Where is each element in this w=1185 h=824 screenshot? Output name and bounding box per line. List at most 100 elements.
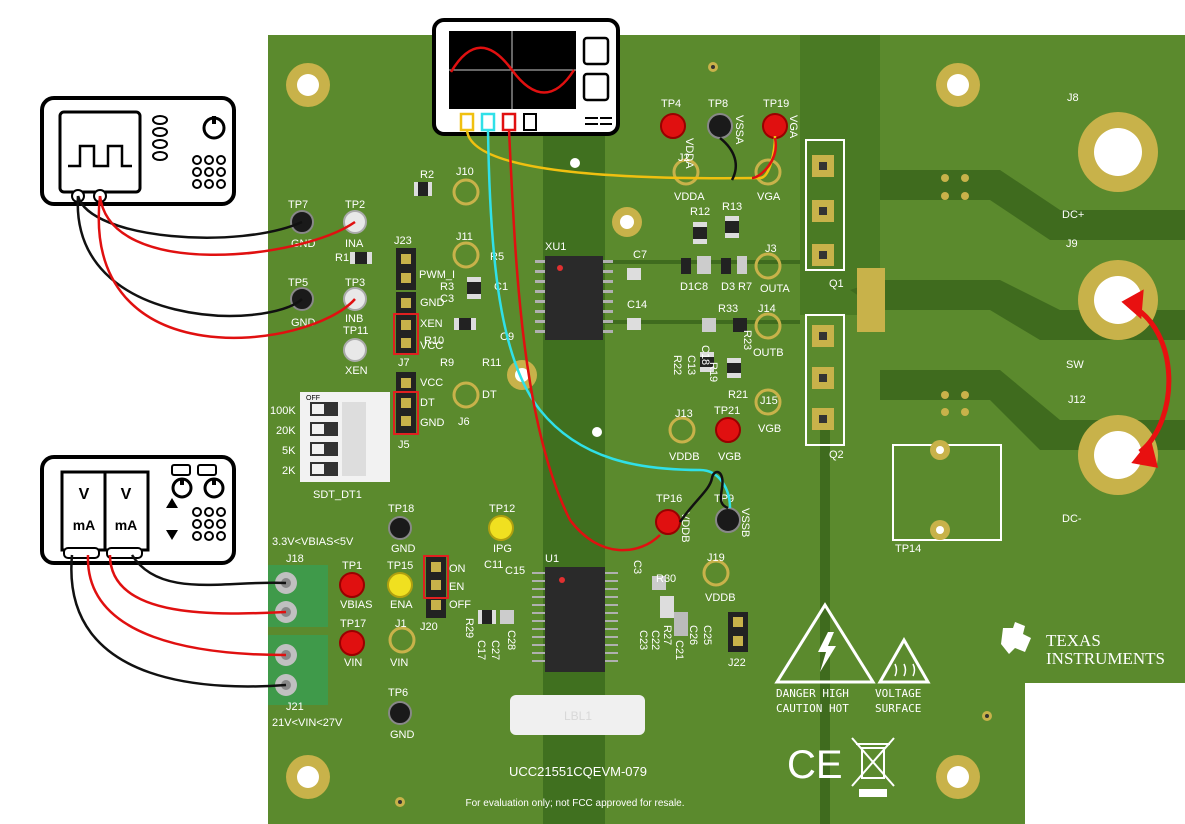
terminal-j8[interactable] [1078, 112, 1158, 192]
label-j10: J10 [456, 166, 474, 178]
label-tp11: TP11 [343, 325, 368, 337]
label-j3: J3 [765, 243, 777, 255]
terminal-j9[interactable] [1078, 260, 1158, 340]
connector-j21[interactable] [268, 635, 328, 705]
wire-scope-cyan [486, 129, 732, 509]
label-r11: R11 [482, 357, 501, 369]
label-plate [510, 695, 645, 735]
label-c27-rot: C27 [489, 640, 501, 660]
label-j13: J13 [675, 408, 693, 420]
label-tp18: TP18 [388, 503, 414, 515]
label-ipg: IPG [493, 543, 512, 555]
warning-high-voltage-icon [774, 602, 876, 684]
label-r27-rot: R27 [661, 625, 673, 645]
label-r2: R2 [420, 169, 434, 181]
label-pwm-i: PWM_I [419, 269, 455, 281]
label-vbias: VBIAS [340, 599, 372, 611]
label-c3b-rot: C3 [631, 560, 643, 574]
label-outb: OUTB [753, 347, 784, 359]
label-r10: R10 [424, 335, 444, 347]
label-r12: R12 [690, 206, 710, 218]
label-tp4: TP4 [661, 98, 681, 110]
label-tp12: TP12 [489, 503, 515, 515]
dip-5k: 5K [282, 445, 296, 457]
oscilloscope [432, 18, 620, 136]
label-c14: C14 [627, 299, 647, 311]
jumper-j7[interactable] [393, 372, 419, 435]
label-j8: J8 [1067, 92, 1079, 104]
label-c26-rot: C26 [687, 625, 699, 645]
label-r3: R3 [440, 281, 454, 293]
connector-j18[interactable] [268, 565, 328, 627]
label-vdda-rot: VDDA [683, 138, 695, 169]
label-tp5: TP5 [288, 277, 308, 289]
label-tp6-gnd: GND [390, 729, 415, 741]
label-c28-rot: C28 [505, 630, 517, 650]
warning-hot-surface-icon [877, 636, 931, 684]
jumper-j20[interactable] [423, 555, 449, 618]
label-j19: J19 [707, 552, 725, 564]
label-j2-vdda: VDDA [674, 191, 705, 203]
wire-fg-red-tp2 [98, 195, 356, 256]
meter2-ma: mA [115, 517, 138, 533]
tp16-vddb [655, 509, 681, 535]
ic-xu1 [535, 256, 613, 340]
label-dt: DT [482, 389, 497, 401]
label-j2: J2 [678, 152, 690, 164]
dip-switch-sdt-dt1[interactable] [300, 392, 390, 482]
jumper-pwm[interactable] [393, 292, 419, 355]
label-c21-rot: C21 [673, 640, 685, 660]
label-r33: R33 [718, 303, 738, 315]
label-j22: J22 [728, 657, 746, 669]
terminal-j12[interactable] [1078, 415, 1158, 495]
texas-instruments-logo-icon [1001, 622, 1031, 654]
label-j20: J20 [420, 621, 438, 633]
label-xu1: XU1 [545, 241, 566, 253]
sw-pad [857, 268, 885, 332]
thin-trace-2 [600, 320, 800, 324]
label-c8: C8 [694, 281, 708, 293]
label-u1: U1 [545, 553, 559, 565]
vias [941, 174, 969, 416]
mounting-holes [286, 62, 992, 807]
meter1-v: V [79, 486, 90, 503]
label-tp21: TP21 [714, 405, 740, 417]
label-r1: R1 [335, 252, 349, 264]
trace-dcplus [880, 170, 1185, 240]
label-tp6: TP6 [388, 687, 408, 699]
label-r7: R7 [738, 281, 752, 293]
wire-scope-black-vssa [719, 137, 737, 181]
jumper-j22[interactable] [728, 612, 748, 652]
board-disclaimer: For evaluation only; not FCC approved fo… [466, 798, 685, 809]
ti-brand-line1: TEXAS [1046, 631, 1101, 650]
label-vin-range: 21V<VIN<27V [272, 717, 343, 729]
label-tp9: TP9 [714, 493, 734, 505]
silkscreen-labels: TP7 GND TP2 INA TP5 GND TP3 INB TP11 XEN… [272, 98, 790, 741]
label-j4-vga: VGA [757, 191, 781, 203]
transistor-q2 [805, 314, 845, 446]
meter2-v: V [121, 486, 132, 503]
wire-psu-red-j18 [108, 554, 287, 615]
label-j18: J18 [286, 553, 304, 565]
sw-double-arrow [1121, 289, 1172, 468]
tp19-vga [762, 113, 788, 139]
tp12-ipg [488, 515, 514, 541]
tp4-vdda [660, 113, 686, 139]
label-q1: Q1 [829, 278, 844, 290]
label-vin: VIN [344, 657, 362, 669]
label-j7-dt: DT [420, 397, 435, 409]
label-outa: OUTA [760, 283, 790, 295]
label-j14: J14 [758, 303, 776, 315]
label-c17-rot: C17 [475, 640, 487, 660]
function-generator [40, 96, 236, 206]
jumper-j23[interactable] [396, 248, 416, 290]
transistor-q1 [805, 139, 845, 271]
warning-line2-a: CAUTION HOT [776, 702, 849, 715]
label-j5: J5 [398, 439, 410, 451]
label-tp3: TP3 [345, 277, 365, 289]
weee-bin-icon [851, 737, 895, 797]
wire-tp16-tp9-black [678, 470, 729, 523]
label-r21: R21 [728, 389, 748, 401]
tp15-ena [387, 572, 413, 598]
